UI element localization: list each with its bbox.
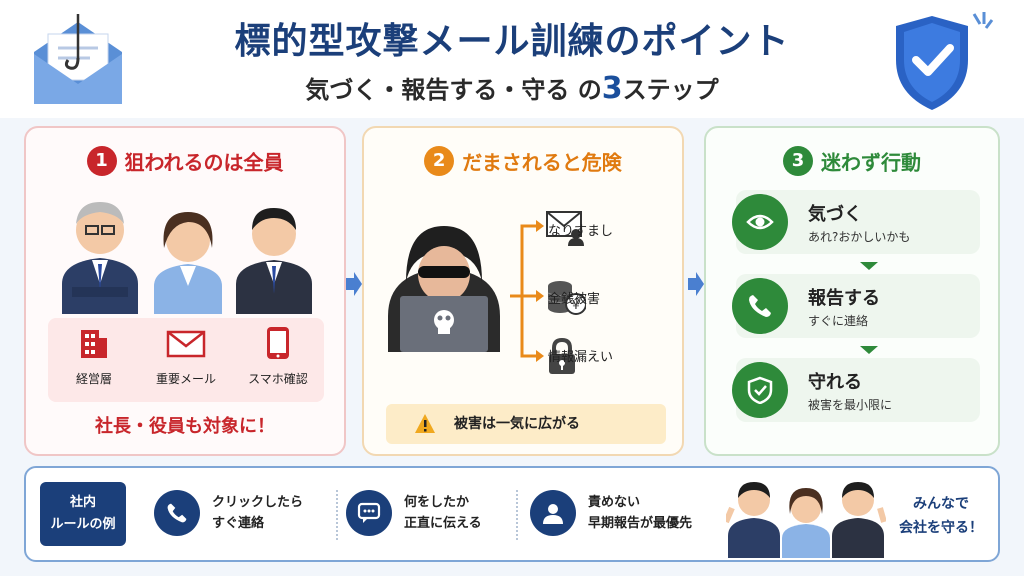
rule-line2: 早期報告が最優先 xyxy=(588,516,693,531)
step-protect: 守れる 被害を最小限に xyxy=(732,358,980,422)
page-subtitle: 気づく・報告する・守る の3ステップ xyxy=(0,70,1024,106)
step-sub: すぐに連絡 xyxy=(808,314,869,328)
slogan-line1: みんなで xyxy=(913,496,969,512)
icon-cell-important-mail: 重要メール xyxy=(140,326,232,387)
icon-cell-smartphone: スマホ確認 xyxy=(232,326,324,387)
subtitle-text: 気づく・報告する・守る の xyxy=(305,76,602,104)
target-icon-row: 経営層 重要メール スマホ確認 xyxy=(48,318,324,402)
shield-check-icon xyxy=(732,362,788,418)
team-illustration xyxy=(723,472,887,562)
hacker-illustration xyxy=(384,212,504,356)
rule-line1: 何をしたか xyxy=(404,495,470,510)
panel3-title: 3 迷わず行動 xyxy=(706,146,998,176)
panel3-title-text: 迷わず行動 xyxy=(821,150,921,175)
threat-label: 情報漏えい xyxy=(548,350,614,365)
panel-danger: 2 だまされると危険 なりすまし xyxy=(362,126,684,456)
panel-everyone-targeted: 1 狙われるのは全員 xyxy=(24,126,346,456)
subtitle-number: 3 xyxy=(601,71,623,106)
step-badge: 1 xyxy=(86,146,117,176)
rule-line2: すぐ連絡 xyxy=(212,516,265,531)
chat-bubble-icon xyxy=(346,490,392,536)
divider xyxy=(336,490,338,540)
rule-line1: 責めない xyxy=(588,495,641,510)
panel1-footer: 社長・役員も対象に！ xyxy=(95,416,275,437)
page-title: 標的型攻撃メール訓練のポイント xyxy=(234,21,790,62)
step-sub: 被害を最小限に xyxy=(808,398,893,412)
threat-label: なりすまし xyxy=(548,224,614,239)
rules-title-line2: ルールの例 xyxy=(50,517,116,532)
rules-title-line1: 社内 xyxy=(69,495,96,510)
icon-cell-executives: 経営層 xyxy=(48,326,140,387)
rule-text: クリックしたら すぐ連絡 xyxy=(212,492,352,534)
down-arrow-icon xyxy=(860,346,878,354)
warning-icon xyxy=(415,414,435,433)
warning-text: 被害は一気に広がる xyxy=(454,416,580,432)
internal-rules-bar: 社内 ルールの例 クリックしたら すぐ連絡 何をしたか 正直に伝える xyxy=(24,466,1000,562)
coins-yen-icon: ¥ xyxy=(546,278,587,320)
smartphone-icon xyxy=(267,327,289,359)
step-heading: 報告する xyxy=(808,288,880,309)
step-report: 報告する すぐに連絡 xyxy=(732,274,980,338)
eye-icon xyxy=(732,194,788,250)
header: 標的型攻撃メール訓練のポイント 気づく・報告する・守る の3ステップ xyxy=(0,0,1024,118)
impersonation-mail-icon xyxy=(546,210,586,250)
padlock-icon xyxy=(546,337,578,380)
panel2-title: 2 だまされると危険 xyxy=(364,146,682,176)
rule-line2: 正直に伝える xyxy=(404,516,482,531)
envelope-icon xyxy=(166,330,206,358)
slogan-line2: 会社を守る！ xyxy=(899,520,983,536)
panel1-title: 1 狙われるのは全員 xyxy=(26,146,344,176)
threat-label: 金銭被害 xyxy=(548,292,601,307)
phone-icon xyxy=(732,278,788,334)
person-icon xyxy=(530,490,576,536)
step-heading: 気づく xyxy=(808,204,862,225)
step-badge: 2 xyxy=(424,146,455,176)
rules-title: 社内 ルールの例 xyxy=(40,482,126,546)
rule-text: 何をしたか 正直に伝える xyxy=(404,492,544,534)
employees-illustration xyxy=(60,188,316,318)
phishing-mail-icon xyxy=(30,14,126,112)
down-arrow-icon xyxy=(860,262,878,270)
step-notice: 気づく あれ?おかしいかも xyxy=(732,190,980,254)
svg-text:¥: ¥ xyxy=(572,298,580,312)
divider xyxy=(516,490,518,540)
phone-icon xyxy=(154,490,200,536)
slogan: みんなで 会社を守る！ xyxy=(888,492,994,540)
panel2-title-text: だまされると危険 xyxy=(462,150,622,175)
shield-check-icon xyxy=(884,8,1004,118)
subtitle-suffix: ステップ xyxy=(622,76,719,104)
branch-arrows xyxy=(510,206,546,370)
step-sub: あれ?おかしいかも xyxy=(808,230,911,244)
arrow-right-icon xyxy=(346,272,362,300)
rule-line1: クリックしたら xyxy=(212,495,304,510)
icon-label: 経営層 xyxy=(75,372,112,386)
panel-act: 3 迷わず行動 気づく あれ?おかしいかも 報告する すぐに連絡 守れる xyxy=(704,126,1000,456)
warning-banner: 被害は一気に広がる xyxy=(386,404,666,444)
icon-label: スマホ確認 xyxy=(248,372,308,386)
step-badge: 3 xyxy=(783,146,813,176)
step-heading: 守れる xyxy=(808,372,862,393)
building-icon xyxy=(81,330,107,358)
panel1-title-text: 狙われるのは全員 xyxy=(124,150,284,175)
rule-text: 責めない 早期報告が最優先 xyxy=(588,492,728,534)
arrow-right-icon xyxy=(688,272,704,300)
icon-label: 重要メール xyxy=(155,372,216,386)
